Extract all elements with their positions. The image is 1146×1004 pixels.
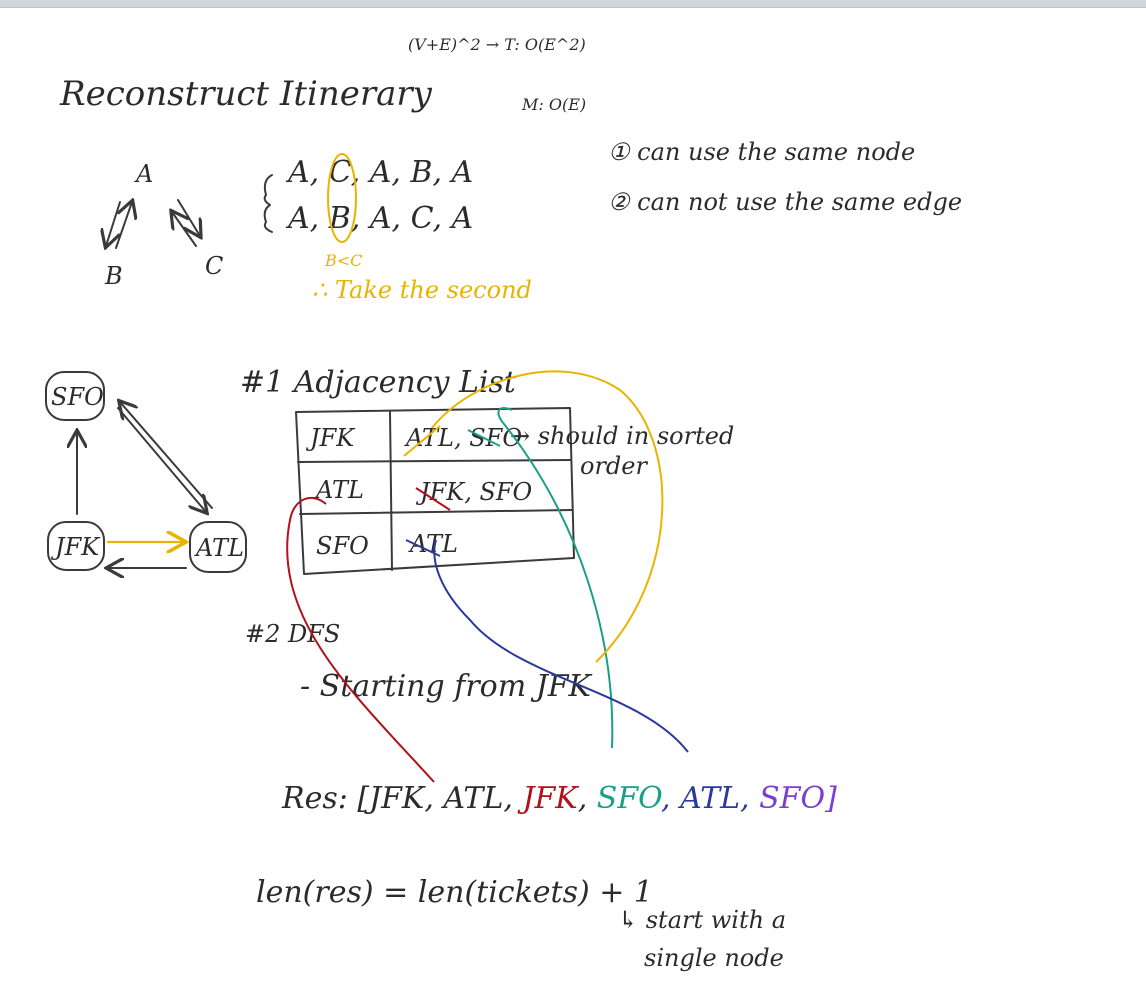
result-sep2: , ATL,: [661, 781, 759, 816]
step2-start: - Starting from JFK: [300, 669, 593, 704]
top-border: [0, 0, 1146, 8]
strike-jfk-red: [415, 487, 451, 511]
example-graph: A B C: [104, 160, 223, 290]
result-prefix: Res: [JFK, ATL,: [281, 781, 522, 816]
result-sep1: ,: [578, 781, 597, 816]
curly-brace: [263, 174, 273, 233]
table-border: [295, 407, 575, 575]
rule-1: ① can use the same node: [608, 138, 915, 166]
space-complexity: M: O(E): [521, 95, 586, 114]
adj-key-atl: ATL: [314, 476, 364, 504]
page-title: Reconstruct Itinerary: [59, 74, 433, 114]
sorted-note-line1: → should in sorted: [510, 422, 734, 450]
table-row-divider-2: [299, 509, 573, 515]
adj-value-atl: JFK, SFO: [415, 478, 533, 506]
step1-heading: #1 Adjacency List: [240, 365, 517, 400]
edge-a-c: [177, 199, 200, 236]
trace-yellow: [431, 370, 664, 663]
node-jfk-label: JFK: [50, 533, 101, 561]
node-atl-label: ATL: [194, 534, 244, 562]
rule-2: ② can not use the same edge: [608, 188, 962, 216]
strike-atl-yellow: [403, 425, 441, 457]
trace-red: [286, 496, 435, 783]
edge-atl-sfo: [120, 402, 213, 509]
node-sfo-label: SFO: [51, 383, 104, 411]
highlight-ellipse: [327, 153, 357, 243]
node-sfo: [45, 371, 105, 421]
example-path-2: A, B, A, C, A: [285, 201, 473, 236]
result-line: Res: [JFK, ATL, JFK, SFO, ATL, SFO]: [281, 781, 837, 816]
edge-a-b: [106, 201, 121, 246]
time-complexity: (V+E)^2 → T: O(E^2): [408, 35, 586, 54]
length-formula: len(res) = len(tickets) + 1: [256, 875, 653, 910]
result-close: ]: [824, 781, 837, 816]
formula-note-line1: ↳ start with a: [618, 906, 786, 934]
trace-blue: [433, 539, 689, 753]
airport-graph: SFO JFK ATL: [45, 371, 247, 573]
trace-green: [497, 406, 614, 749]
result-sfo: SFO: [597, 781, 662, 816]
edge-c-a: [172, 212, 197, 247]
adj-key-jfk: JFK: [305, 424, 356, 452]
adj-value-jfk: ATL, SFO: [404, 424, 522, 452]
compare-note: B<C: [324, 251, 362, 270]
example-node-a: A: [134, 160, 153, 188]
result-sfo2: SFO: [759, 781, 825, 816]
edge-b-a: [115, 202, 132, 249]
conclusion-note: ∴ Take the second: [312, 276, 532, 304]
example-node-b: B: [104, 262, 123, 290]
table-row-divider-1: [297, 459, 571, 463]
example-node-c: C: [205, 252, 223, 280]
node-jfk: [47, 521, 105, 571]
result-jfk: JFK: [516, 781, 579, 816]
strike-sfo-green: [467, 429, 501, 447]
sorted-note-line2: order: [580, 452, 648, 480]
table-col-divider: [389, 411, 393, 571]
example-path-1: A, C, A, B, A: [285, 155, 473, 190]
adjacency-table: JFK ATL, SFO ATL JFK, SFO SFO ATL: [295, 407, 575, 575]
edge-sfo-atl: [117, 407, 206, 512]
formula-note-line2: single node: [644, 944, 784, 972]
step2-heading: #2 DFS: [245, 620, 340, 648]
adj-key-sfo: SFO: [316, 532, 369, 560]
node-atl: [189, 521, 247, 573]
